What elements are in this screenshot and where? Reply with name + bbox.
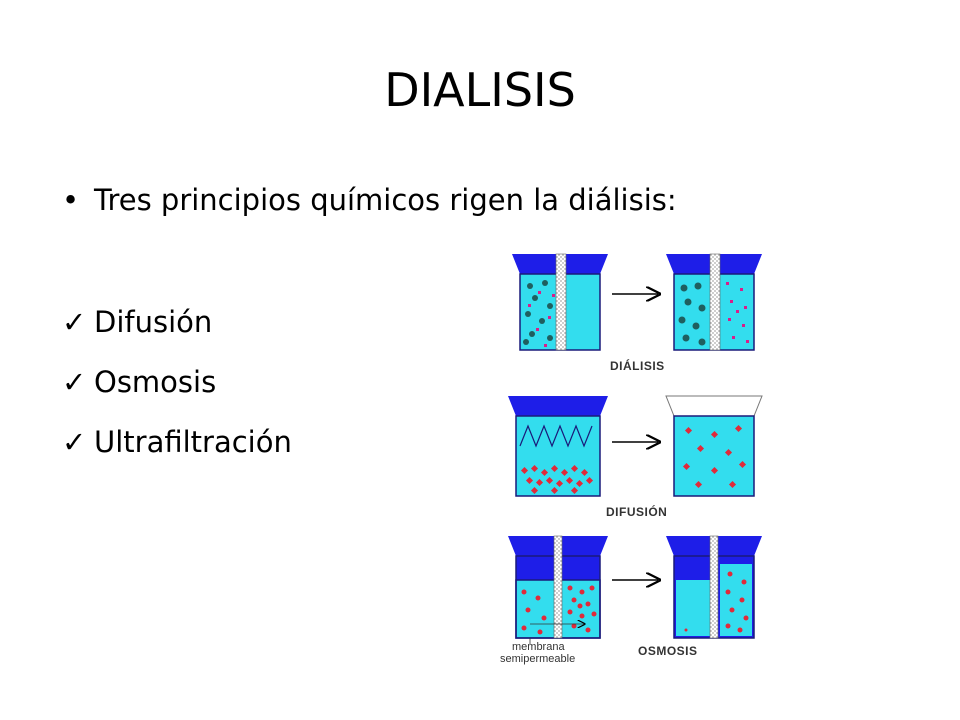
membrana-label: membrana xyxy=(512,641,565,653)
checklist-label: Difusión xyxy=(94,305,213,339)
beaker-after xyxy=(666,253,762,351)
intro-bullet-text: Tres principios químicos rigen la diális… xyxy=(94,183,677,217)
beaker-before xyxy=(508,535,608,644)
check-icon: ✓ xyxy=(62,425,87,459)
semipermeable-label: semipermeable xyxy=(500,653,576,665)
beaker-before xyxy=(508,396,608,497)
beaker-after xyxy=(666,535,762,639)
osmosis-row xyxy=(508,535,762,644)
osmosis-label: OSMOSIS xyxy=(638,644,698,658)
beaker-before xyxy=(512,253,608,351)
solute-dark-particles xyxy=(523,280,553,345)
beaker-after xyxy=(665,395,763,497)
difusion-label: DIFUSIÓN xyxy=(606,505,668,519)
dialisis-label: DIÁLISIS xyxy=(610,359,665,373)
dialysis-diagram: DIÁLISIS DIFUSIÓN OSMOSIS membrana semip… xyxy=(490,246,790,676)
checklist-label: Ultrafiltración xyxy=(94,425,292,459)
slide-title: DIALISIS xyxy=(384,63,576,117)
checklist-label: Osmosis xyxy=(94,365,217,399)
check-icon: ✓ xyxy=(62,365,87,399)
dialysis-diagram-svg xyxy=(508,253,763,644)
diffusion-row xyxy=(508,395,763,497)
check-icon: ✓ xyxy=(62,305,87,339)
dialysis-row xyxy=(512,253,762,351)
solute-pink-particles xyxy=(528,291,555,347)
bullet-dot: • xyxy=(62,183,80,217)
